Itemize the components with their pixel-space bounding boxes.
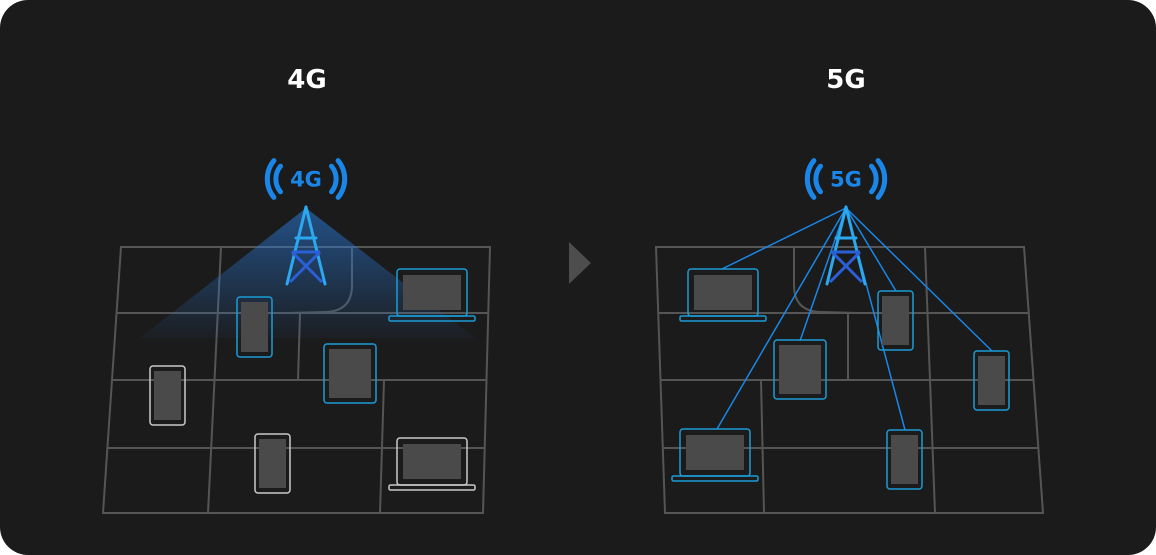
panel-title-4g: 4G bbox=[287, 65, 327, 95]
phone-icon bbox=[886, 429, 923, 490]
laptop-icon bbox=[679, 268, 767, 322]
tablet-icon bbox=[773, 339, 827, 400]
phone-icon bbox=[973, 350, 1010, 411]
cell-tower-icon bbox=[285, 205, 327, 286]
panel-title-5g: 5G bbox=[826, 65, 866, 95]
laptop-icon bbox=[388, 437, 476, 491]
signal-waves-icon bbox=[264, 158, 348, 200]
tower-label-5g: 5G bbox=[830, 168, 862, 192]
phone-icon bbox=[254, 433, 291, 494]
laptop-icon bbox=[388, 268, 476, 322]
coverage-beam-4g bbox=[140, 208, 475, 338]
phone-icon bbox=[236, 296, 273, 358]
signal-waves-icon bbox=[804, 158, 888, 200]
cell-tower-icon bbox=[825, 205, 867, 286]
chevron-right-icon bbox=[569, 242, 591, 284]
laptop-icon bbox=[671, 428, 759, 482]
phone-icon bbox=[877, 290, 914, 351]
tablet-icon bbox=[323, 343, 377, 404]
phone-icon bbox=[149, 365, 186, 426]
tower-label-4g: 4G bbox=[290, 168, 322, 192]
